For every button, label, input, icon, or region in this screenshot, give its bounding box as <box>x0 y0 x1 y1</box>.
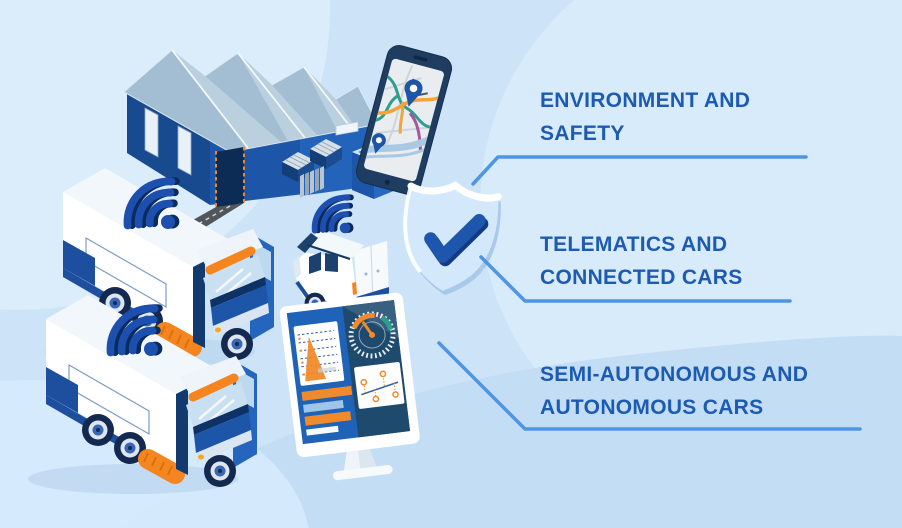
connector-line-autonomous <box>437 341 862 431</box>
phone-speaker <box>413 55 428 62</box>
callout-text: ENVIRONMENT AND <box>540 89 751 112</box>
van-side-window <box>325 253 338 272</box>
van-windshield <box>297 233 318 253</box>
timeline-card <box>354 362 405 409</box>
connector-line-telematics <box>479 255 792 303</box>
telemetry-dashboard-monitor <box>279 292 420 481</box>
callout-environment-safety: ENVIRONMENT AND SAFETY <box>540 84 750 150</box>
speedometer-gauge-icon <box>348 311 396 359</box>
connector-line-environment-safety <box>471 155 808 186</box>
stat-bar <box>306 425 339 436</box>
callout-autonomous-cars: SEMI-AUTONOMOUS AND AUTONOMOUS CARS <box>540 358 808 424</box>
map <box>364 64 442 159</box>
monitor-base <box>332 464 393 481</box>
shield-checkmark-icon <box>424 214 489 267</box>
warehouse-door <box>177 125 192 176</box>
histogram-card <box>293 321 345 386</box>
roof-vent <box>310 139 342 169</box>
loading-doorway <box>216 147 244 208</box>
smart-warehouse <box>123 49 396 234</box>
map-pin-icon <box>404 79 423 107</box>
callout-text: SAFETY <box>540 122 625 145</box>
gps-navigation-phone <box>355 45 453 195</box>
security-shield-check <box>403 181 502 295</box>
stat-bar <box>304 411 352 426</box>
stat-bar <box>301 385 353 401</box>
callout-text: TELEMATICS AND <box>540 233 728 256</box>
warehouse-window <box>335 121 359 136</box>
callout-text: CONNECTED CARS <box>540 266 743 289</box>
van-side-window <box>309 252 321 274</box>
pallet-stack <box>300 166 324 198</box>
map-pin-icon <box>371 133 386 154</box>
background-wave-bottom <box>120 335 902 528</box>
van-marker-light <box>352 282 357 295</box>
callout-text: SEMI-AUTONOMOUS AND <box>540 363 809 386</box>
phone-home-button <box>384 179 390 185</box>
warehouse-door <box>144 107 159 158</box>
stat-bar <box>303 399 344 413</box>
callout-telematics-connected-cars: TELEMATICS AND CONNECTED CARS <box>540 228 743 294</box>
callout-text: AUTONOMOUS CARS <box>540 396 764 419</box>
